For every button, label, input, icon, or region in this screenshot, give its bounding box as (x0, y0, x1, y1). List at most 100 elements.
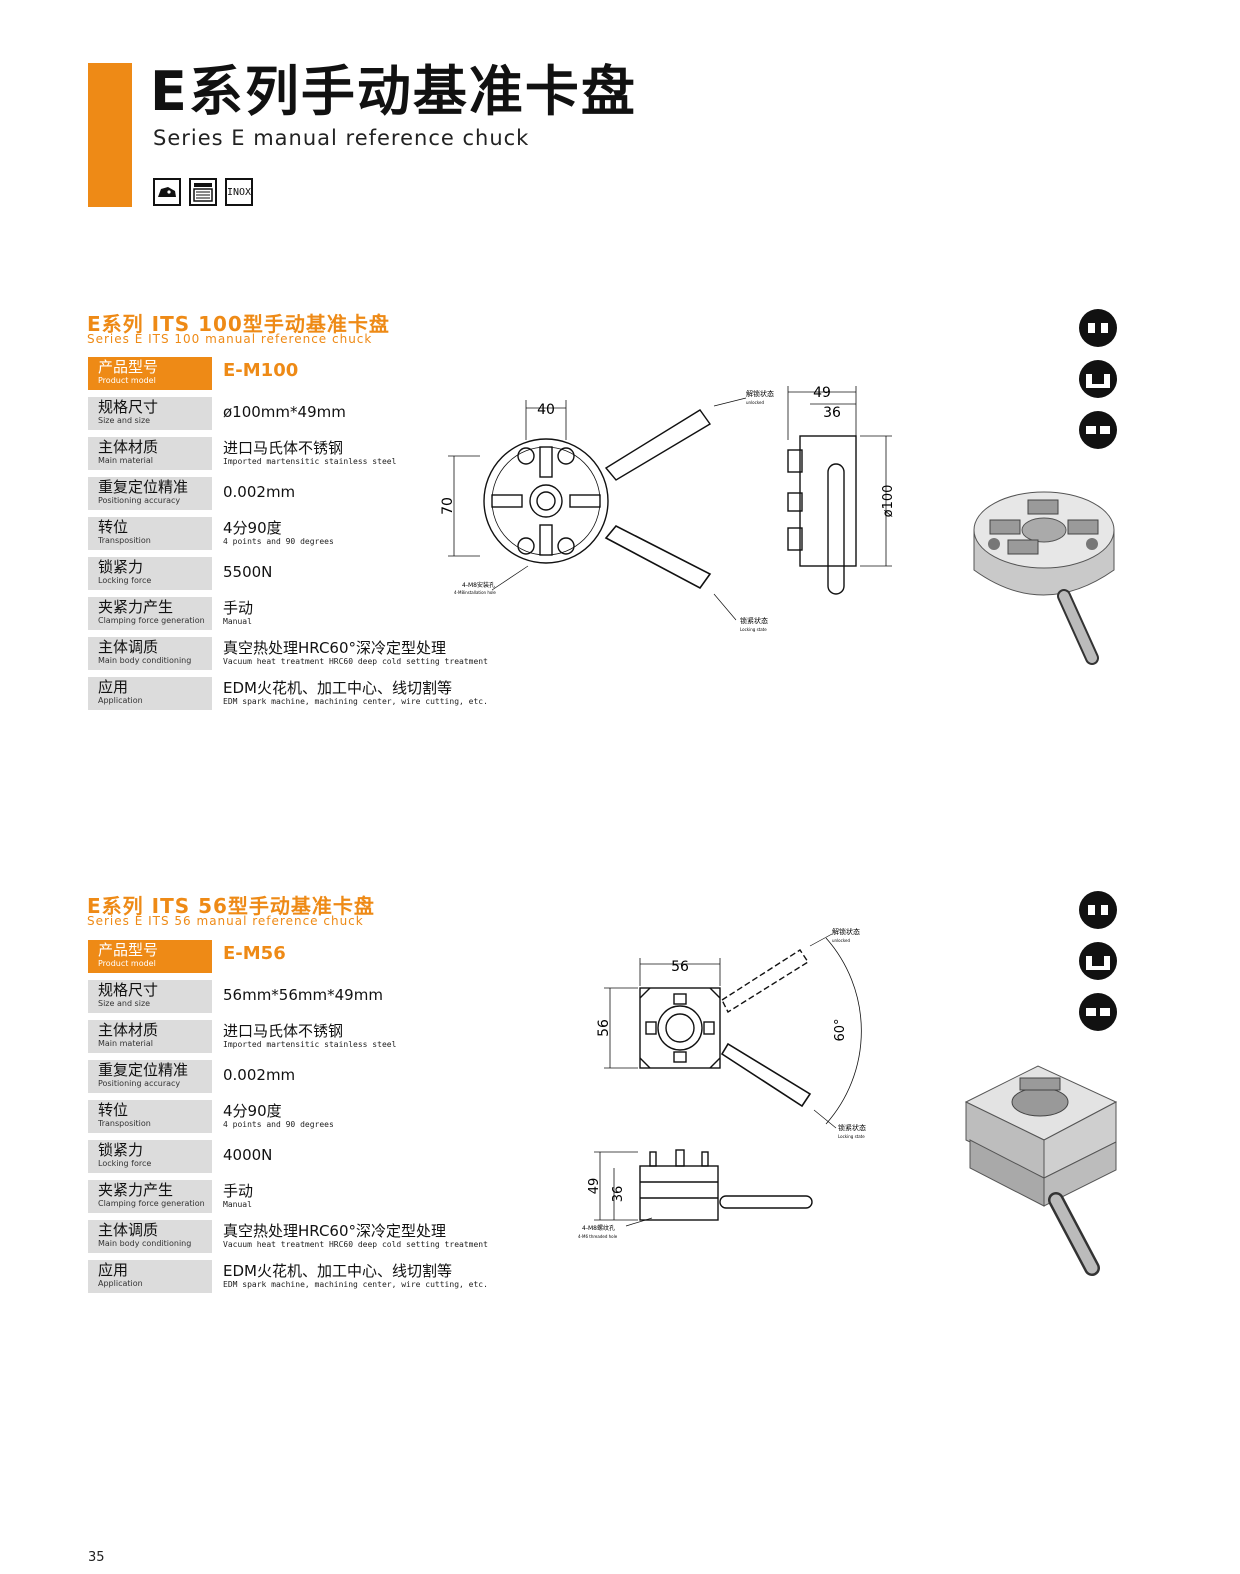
lock-state-icon (1079, 309, 1117, 347)
holes-label: 4-M8安装孔 (462, 581, 495, 589)
unlock-state-icon (1079, 411, 1117, 449)
feature-badges: INOX (153, 178, 253, 206)
title-accent-bar (88, 63, 132, 207)
section1-state-icons (1079, 309, 1117, 449)
unlock-label: 解锁状态 (746, 389, 774, 398)
dim-label: 70 (440, 497, 456, 515)
dim-label: 60° (833, 1018, 848, 1041)
dim-label: 56 (596, 1019, 612, 1037)
spec-value: E-M100 (223, 360, 299, 381)
machine-icon (189, 178, 217, 206)
lock-label-en: Locking state (740, 627, 767, 632)
lock-label-en: Locking state (838, 1134, 865, 1139)
spec-value: 56mm*56mm*49mm (223, 986, 383, 1004)
dim-label: 36 (611, 1186, 626, 1203)
lock-label: 锁紧状态 (838, 1123, 866, 1132)
e-m56-technical-drawing: 56 56 60° 49 36 解锁状态 unlocked 锁紧状态 Locki… (578, 927, 866, 1239)
section2-title: E系列 ITS 56型手动基准卡盘 (87, 894, 375, 918)
inox-badge: INOX (225, 178, 253, 206)
e-m100-product-image (973, 491, 1115, 665)
e-m56-product-image (964, 1065, 1118, 1276)
section1-subtitle: Series E ITS 100 manual reference chuck (87, 332, 373, 346)
spec-value: 0.002mm (223, 483, 296, 501)
spec-value: 0.002mm (223, 1066, 296, 1084)
dim-label: 56 (671, 959, 689, 975)
dim-label: 49 (813, 385, 831, 401)
section2-state-icons (1079, 891, 1117, 1031)
page-title: E系列手动基准卡盘 (150, 60, 637, 123)
stone-icon (153, 178, 181, 206)
half-lock-state-icon (1079, 942, 1117, 980)
page-subtitle: Series E manual reference chuck (153, 126, 530, 150)
dim-label: ø100 (881, 485, 896, 518)
holes-label-en: 4-M8installation hole (454, 590, 496, 595)
holes-label: 4-M8螺纹孔 (582, 1224, 615, 1232)
dim-label: 36 (823, 405, 841, 421)
e-m100-technical-drawing: 40 70 49 36 ø100 解锁状态 unlocked 锁紧状态 Lock… (440, 385, 896, 632)
spec-value: 5500N (223, 563, 273, 581)
unlock-label-en: unlocked (746, 400, 764, 405)
page-number: 35 (88, 1550, 105, 1565)
spec-value: 4000N (223, 1146, 273, 1164)
section2-subtitle: Series E ITS 56 manual reference chuck (87, 914, 364, 928)
dim-label: 49 (587, 1178, 602, 1195)
lock-label: 锁紧状态 (740, 616, 768, 625)
unlock-state-icon (1079, 993, 1117, 1031)
lock-state-icon (1079, 891, 1117, 929)
spec-value: ø100mm*49mm (223, 403, 346, 421)
spec-value: E-M56 (223, 943, 286, 964)
half-lock-state-icon (1079, 360, 1117, 398)
dim-label: 40 (537, 402, 555, 418)
section1-title: E系列 ITS 100型手动基准卡盘 (87, 312, 390, 336)
unlock-label: 解锁状态 (832, 927, 860, 936)
unlock-label-en: unlocked (832, 938, 850, 943)
